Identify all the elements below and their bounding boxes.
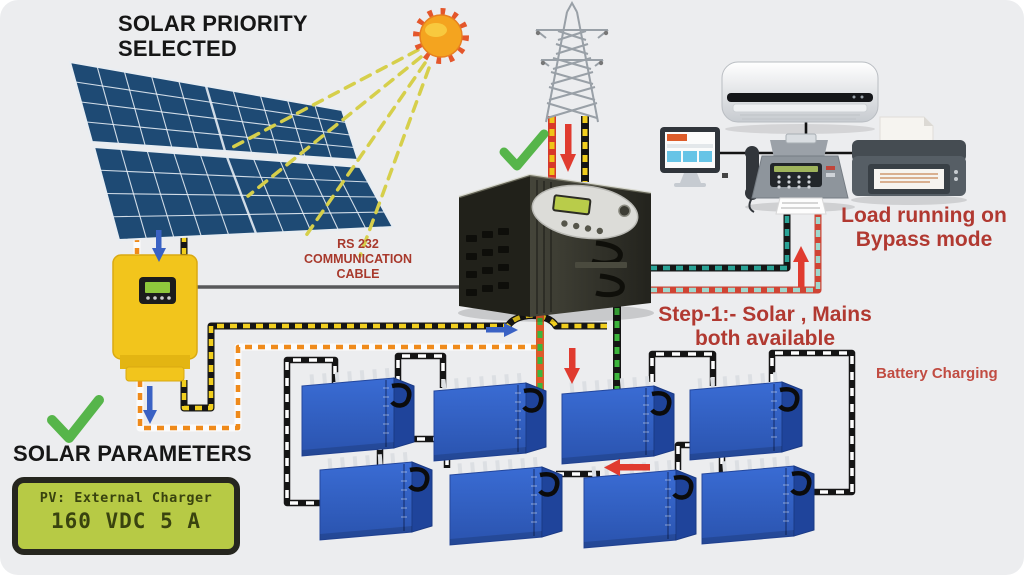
arrow-blue-pv-in-icon	[152, 230, 166, 262]
rs232-cable-label: RS 232 COMMUNICATION CABLE	[303, 237, 413, 281]
battery	[690, 377, 802, 460]
check-icon-solar-parameters	[47, 395, 104, 443]
charge-controller	[112, 254, 198, 382]
battery-bank	[302, 373, 814, 548]
arrow-red-series-left-icon	[604, 459, 650, 476]
lcd-line-1: PV: External Charger	[39, 490, 213, 506]
inverter-load-teal-black-cable	[650, 207, 791, 272]
controller-yellow-black-cable	[180, 312, 607, 412]
sun-rays	[231, 48, 431, 258]
sun-icon	[413, 8, 469, 64]
inverter	[458, 173, 654, 322]
inverter-load-red-teal-cable	[650, 207, 822, 294]
solar-parameters-lcd: PV: External Charger 160 VDC 5 A	[12, 477, 240, 555]
battery	[434, 378, 546, 461]
air-conditioner-icon	[721, 61, 879, 134]
printer-icon	[851, 116, 967, 205]
arrow-red-charge-down-icon	[564, 348, 580, 384]
lcd-line-2: 160 VDC 5 A	[50, 509, 202, 533]
check-icon-solar-available	[499, 129, 549, 171]
battery	[562, 381, 674, 464]
arrow-blue-pv-out-icon	[143, 386, 157, 424]
step-1-label: Step-1:- Solar , Mains both available	[658, 303, 872, 350]
diagram-title: SOLAR PRIORITY SELECTED	[118, 11, 308, 61]
battery	[584, 465, 696, 548]
battery	[702, 461, 814, 544]
controller-orange-cable	[136, 343, 540, 432]
arrow-red-mains-down-icon	[560, 124, 576, 172]
solar-parameters-heading: SOLAR PARAMETERS	[13, 441, 252, 466]
battery	[450, 462, 562, 545]
battery	[302, 373, 414, 456]
arrow-red-bypass-up-icon	[793, 246, 809, 287]
fax-machine-icon	[745, 133, 855, 215]
battery-charging-label: Battery Charging	[876, 365, 998, 382]
load-bypass-label: Load running on Bypass mode	[841, 204, 1007, 251]
computer-monitor-icon	[660, 127, 728, 187]
transmission-tower-icon	[535, 0, 609, 123]
arrow-blue-to-inverter-icon	[486, 323, 518, 337]
battery	[320, 457, 432, 540]
